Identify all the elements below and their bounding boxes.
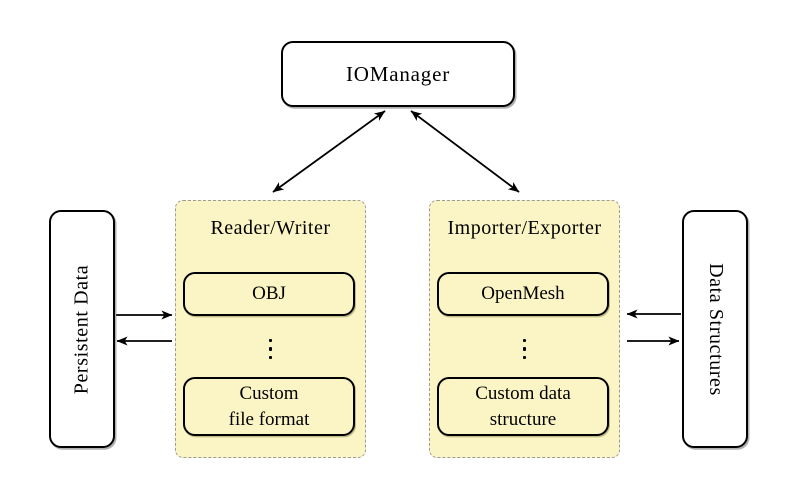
- custom-file-format-line1: Custom: [239, 382, 299, 404]
- arrow-iomanager-readerwriter: [272, 110, 386, 193]
- custom-data-structure-line2: structure: [489, 408, 557, 430]
- persistent-data-node: Persistent Data: [49, 210, 115, 448]
- data-structures-node: Data Structures: [682, 210, 748, 448]
- importer-exporter-title: Importer/Exporter: [447, 217, 602, 239]
- obj-node: OBJ: [183, 272, 355, 316]
- reader-writer-group: Reader/Writer OBJ Custom file format: [175, 200, 366, 458]
- reader-writer-title: Reader/Writer: [210, 217, 331, 239]
- persistent-data-label: Persistent Data: [70, 264, 93, 394]
- importer-exporter-group: Importer/Exporter OpenMesh Custom data s…: [429, 200, 620, 458]
- arrow-iomanager-importerexporter: [410, 110, 520, 193]
- openmesh-node: OpenMesh: [437, 272, 609, 316]
- data-structures-label: Data Structures: [704, 262, 727, 396]
- vdots-icon: [176, 334, 365, 364]
- custom-data-structure-node: Custom data structure: [437, 377, 609, 436]
- custom-file-format-node: Custom file format: [183, 377, 355, 436]
- iomanager-node: IOManager: [281, 41, 515, 107]
- vdots-icon: [430, 334, 619, 364]
- iomanager-label: IOManager: [346, 61, 450, 86]
- custom-file-format-line2: file format: [228, 408, 310, 430]
- custom-data-structure-line1: Custom data: [475, 382, 571, 404]
- obj-label: OBJ: [252, 283, 286, 305]
- openmesh-label: OpenMesh: [481, 283, 565, 305]
